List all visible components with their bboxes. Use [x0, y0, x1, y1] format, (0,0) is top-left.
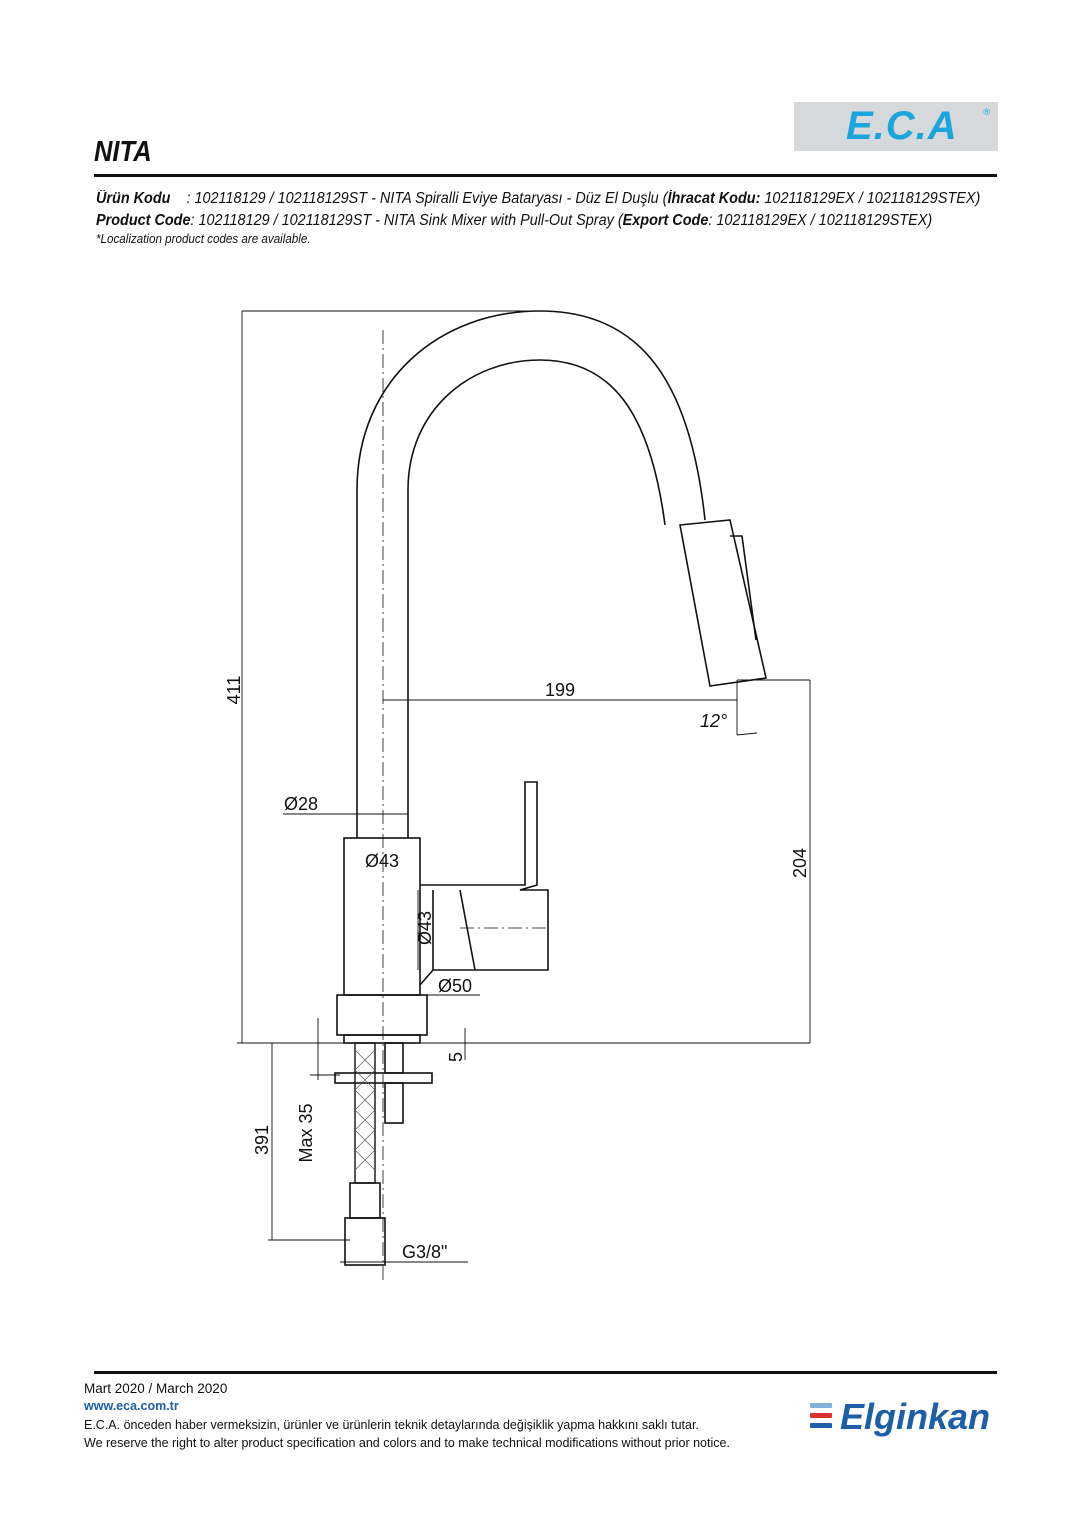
elginkan-logo: Elginkan [840, 1396, 991, 1437]
disclaimer-tr: E.C.A. önceden haber vermeksizin, ürünle… [84, 1418, 699, 1432]
dim-reach: 199 [545, 680, 575, 700]
website-link[interactable]: www.eca.com.tr [84, 1399, 179, 1413]
dim-hose-length: 391 [252, 1125, 272, 1155]
product-code-en: Product Code: 102118129 / 102118129ST - … [96, 212, 932, 230]
dim-flange: 5 [446, 1052, 466, 1062]
product-code-tr: Ürün Kodu : 102118129 / 102118129ST - NI… [96, 190, 980, 208]
dim-base-dia: Ø50 [438, 976, 472, 996]
header-divider [94, 174, 997, 177]
export-code-tr-text: 102118129EX / 102118129STEX) [760, 190, 981, 207]
dim-spout-dia: Ø28 [284, 794, 318, 814]
spout-inner [407, 359, 666, 838]
export-code-en-label: Export Code [622, 212, 709, 229]
product-code-en-label: Product Code [96, 212, 191, 229]
registered-mark: ® [983, 107, 990, 117]
dim-angle: 12° [700, 711, 727, 731]
spout-outer [356, 310, 706, 838]
dim-thread: G3/8" [402, 1242, 447, 1262]
eca-logo: E.C.A ® [794, 102, 998, 151]
product-code-tr-label: Ürün Kodu [96, 190, 171, 207]
product-code-en-text: : 102118129 / 102118129ST - NITA Sink Mi… [190, 212, 623, 229]
eca-logo-text: E.C.A [846, 104, 958, 148]
spray-head [679, 519, 767, 687]
dim-spout-height: 204 [790, 848, 810, 878]
dim-total-height: 411 [224, 676, 244, 705]
base [336, 994, 428, 1036]
page-title: NITA [94, 136, 152, 168]
disclaimer-en: We reserve the right to alter product sp… [84, 1436, 730, 1450]
export-code-tr-label: İhracat Kodu: [667, 190, 761, 207]
footer-divider [94, 1371, 997, 1374]
elginkan-mark-icon [810, 1403, 832, 1433]
mounting-plate [334, 1072, 433, 1084]
date: Mart 2020 / March 2020 [84, 1381, 228, 1396]
lever [419, 781, 549, 986]
dim-max-thickness: Max 35 [296, 1103, 316, 1162]
export-code-en-text: : 102118129EX / 102118129STEX) [708, 212, 933, 229]
dim-lever-dia: Ø43 [415, 911, 435, 945]
product-code-tr-text: : 102118129 / 102118129ST - NITA Spirall… [170, 190, 668, 207]
dim-body-dia: Ø43 [365, 851, 399, 871]
localization-note: *Localization product codes are availabl… [96, 232, 311, 246]
